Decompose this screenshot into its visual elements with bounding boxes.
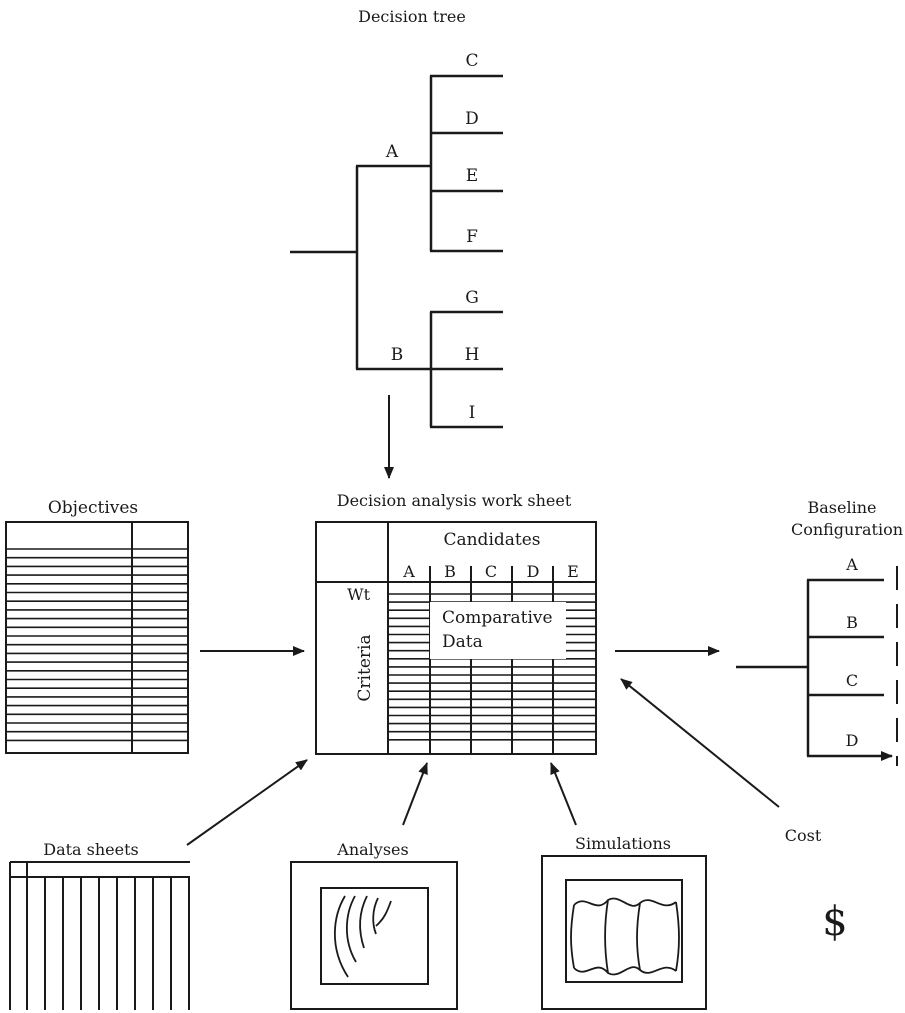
- baseline-branch-c: C: [846, 671, 858, 690]
- arrow-simulations-to-worksheet: [551, 763, 576, 825]
- column-header-d: D: [527, 562, 540, 581]
- branch-label-b: B: [391, 345, 404, 365]
- leaf-label-h: H: [465, 345, 480, 365]
- cost-label: Cost: [785, 826, 822, 845]
- baseline-branch-d: D: [846, 731, 859, 750]
- column-header-e: E: [567, 562, 579, 581]
- leaf-label-g: G: [465, 288, 479, 308]
- criteria-label: Criteria: [355, 634, 375, 701]
- analyses-curves: [335, 896, 391, 977]
- leaf-label-c: C: [465, 51, 478, 71]
- data-label: Data: [442, 632, 483, 652]
- column-header-b: B: [444, 562, 456, 581]
- decision-tree: Decision tree A B C D E F G H I: [290, 7, 503, 427]
- leaf-label-d: D: [465, 109, 479, 129]
- baseline-configuration: Baseline Configuration A B C D: [736, 498, 903, 766]
- decision-worksheet: Decision analysis work sheet Candidates …: [316, 491, 596, 754]
- analyses-panel: Analyses: [291, 840, 457, 1009]
- arrow-cost-to-worksheet: [621, 679, 779, 807]
- baseline-title-line1: Baseline: [808, 498, 877, 517]
- baseline-branch-a: A: [845, 555, 858, 574]
- data-sheets-table: Data sheets: [10, 840, 190, 1010]
- cost-input: Cost $: [785, 826, 848, 945]
- simulations-waveforms: [571, 898, 679, 974]
- data-sheets-grid: [10, 862, 190, 1010]
- weight-label: Wt: [347, 585, 370, 604]
- objectives-title: Objectives: [48, 498, 138, 518]
- simulations-panel: Simulations: [542, 834, 706, 1009]
- column-header-c: C: [485, 562, 497, 581]
- dollar-icon: $: [822, 899, 847, 945]
- data-sheets-label: Data sheets: [43, 840, 139, 859]
- baseline-title-line2: Configuration: [791, 520, 903, 539]
- objectives-table: Objectives: [6, 498, 188, 753]
- branch-label-a: A: [385, 142, 399, 162]
- baseline-branch-b: B: [846, 613, 858, 632]
- objectives-rows: [6, 549, 188, 740]
- leaf-label-e: E: [466, 166, 478, 186]
- baseline-lines: [736, 580, 884, 756]
- worksheet-title: Decision analysis work sheet: [337, 491, 572, 510]
- candidates-label: Candidates: [443, 530, 540, 550]
- leaf-label-f: F: [466, 227, 478, 247]
- arrow-datasheets-to-worksheet: [187, 760, 307, 845]
- arrow-analyses-to-worksheet: [403, 763, 427, 825]
- leaf-label-i: I: [469, 403, 476, 423]
- simulations-label: Simulations: [575, 834, 671, 853]
- comparative-label: Comparative: [442, 608, 553, 628]
- column-header-a: A: [402, 562, 415, 581]
- analyses-label: Analyses: [336, 840, 408, 859]
- decision-tree-title: Decision tree: [358, 7, 466, 26]
